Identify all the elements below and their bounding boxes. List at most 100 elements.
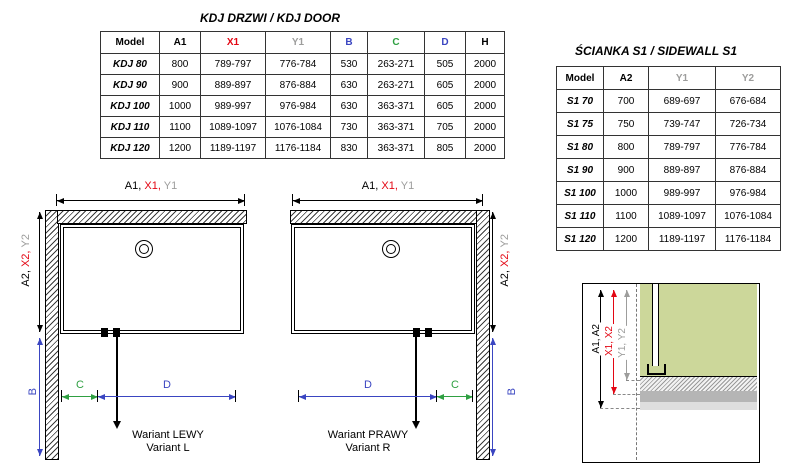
model-cell: KDJ 80 [100,53,160,75]
value-cell: 630 [330,74,368,96]
value-cell: 876-884 [715,158,781,182]
variant-name-en: Variant R [345,442,391,454]
value-cell: 689-697 [648,89,716,113]
dim-label-part: Y1 [163,180,178,192]
value-cell: 2000 [465,74,505,96]
column-header: A2 [603,66,649,90]
hinge-block [425,328,432,337]
column-header: B [330,31,368,54]
dim-tick [436,390,437,402]
dim-line-width-left [57,198,245,204]
dim-label-part: A2, [20,267,32,287]
value-cell: 889-897 [648,158,716,182]
hinge-block [413,328,420,337]
variant-label-right: Wariant PRAWY Variant R [288,429,448,455]
dim-label-part: Y1 [400,180,415,192]
value-cell: 989-997 [648,181,716,205]
section-dim-label-a: A1, A2 [591,322,603,356]
handle-knob-icon [135,240,153,258]
model-cell: KDJ 120 [100,137,160,159]
section-dim-label-x: X1, X2 [604,324,616,359]
wall-top-hatch-left [57,210,247,224]
model-cell: S1 70 [556,89,604,113]
dim-label-a1x1y1-right: A1, X1, Y1 [293,180,483,192]
value-cell: 900 [159,74,201,96]
dim-label-b-left: B [27,388,39,396]
dim-label-b-right: B [506,388,518,396]
value-cell: 800 [159,53,201,75]
section-extension-line [600,408,640,409]
dim-line-d-left [98,394,236,400]
section-dim-label-y: Y1, Y2 [617,326,629,360]
variant-name-pl: Wariant LEWY [132,429,204,441]
dim-line-c-left [62,394,98,400]
dim-label-a2x2y2-right: A2, X2, Y2 [499,234,511,287]
column-header: H [465,31,505,54]
column-header: X1 [200,31,266,54]
column-header: D [424,31,466,54]
value-cell: 530 [330,53,368,75]
value-cell: 1176-1184 [715,227,781,251]
variant-name-en: Variant L [146,442,190,454]
door-table-title: KDJ DRZWI / KDJ DOOR [199,11,340,25]
column-header: Y2 [715,66,781,90]
value-cell: 1089-1097 [200,116,266,138]
dim-line-b-left [37,338,43,456]
section-wall-area [640,284,757,376]
value-cell: 1189-1197 [648,227,716,251]
value-cell: 830 [330,137,368,159]
value-cell: 700 [603,89,649,113]
dim-tick [482,194,483,206]
dim-tick [97,390,98,402]
dim-label-a1x1y1-left: A1, X1, Y1 [57,180,245,192]
dim-tick [235,390,236,402]
value-cell: 730 [330,116,368,138]
model-cell: S1 100 [556,181,604,205]
dim-label-part: A1, [361,180,382,192]
value-cell: 976-984 [715,181,781,205]
column-header: Model [100,31,160,54]
value-cell: 789-797 [648,135,716,159]
section-tray-layer [640,391,757,402]
door-swing-arrow-icon [113,421,121,429]
model-cell: KDJ 110 [100,116,160,138]
value-cell: 2000 [465,137,505,159]
value-cell: 2000 [465,116,505,138]
value-cell: 1089-1097 [648,204,716,228]
model-cell: KDJ 100 [100,95,160,117]
dim-tick [56,194,57,206]
dim-label-part: Y2 [20,234,32,248]
value-cell: 800 [603,135,649,159]
value-cell: 363-371 [367,116,425,138]
dim-tick [298,390,299,402]
value-cell: 630 [330,95,368,117]
value-cell: 363-371 [367,95,425,117]
value-cell: 739-747 [648,112,716,136]
value-cell: 976-984 [265,95,331,117]
value-cell: 1076-1084 [265,116,331,138]
column-header: A1 [159,31,201,54]
value-cell: 805 [424,137,466,159]
value-cell: 2000 [465,53,505,75]
wall-left-hatch [45,210,59,460]
value-cell: 263-271 [367,53,425,75]
dim-label-part: Y2 [499,234,511,248]
sidewall-table-title: ŚCIANKA S1 / SIDEWALL S1 [574,44,738,58]
dim-line-b-right [490,338,496,456]
value-cell: 676-684 [715,89,781,113]
value-cell: 363-371 [367,137,425,159]
section-tray-hatch [640,376,757,392]
dim-line-c-right [437,394,473,400]
dim-label-c-right: C [451,379,459,391]
door-swing-line-right [415,337,417,422]
value-cell: 726-734 [715,112,781,136]
